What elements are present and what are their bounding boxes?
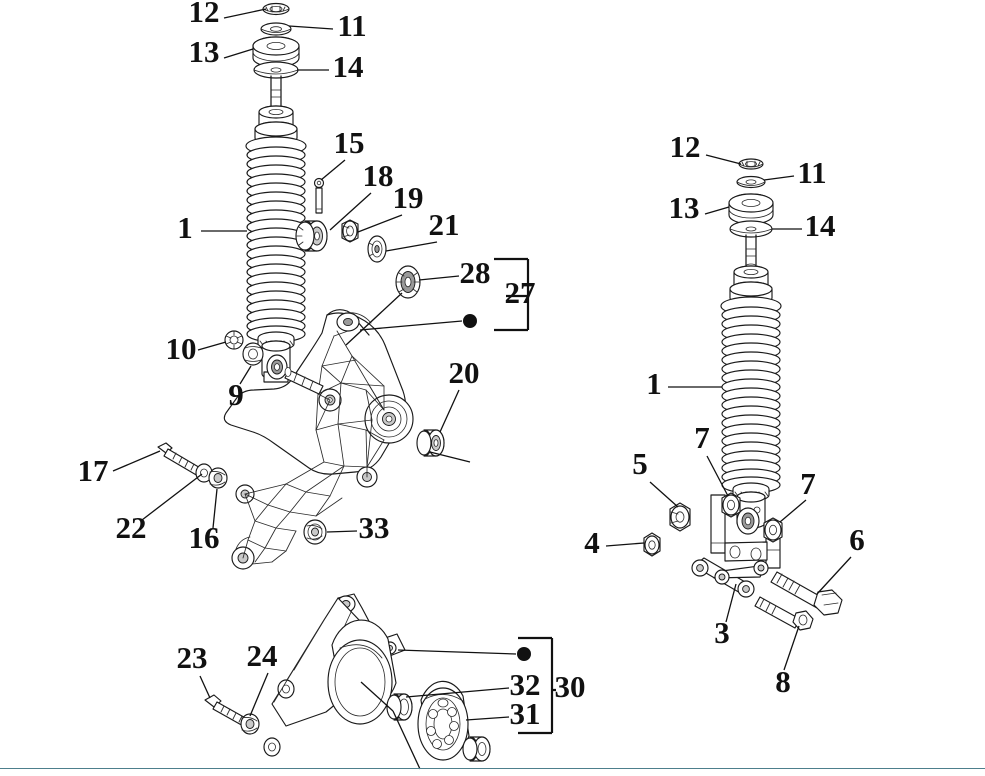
part-1-shock-absorber-left: [245, 105, 307, 383]
callout-12-right: 12: [670, 129, 701, 164]
part-24-washer: [240, 713, 260, 735]
group-bracket-27: [463, 257, 530, 332]
left-lower-pin: [284, 367, 324, 395]
callout-15: 15: [334, 125, 365, 160]
part-11-washer-right: [736, 175, 766, 189]
part-11-washer-left: [260, 22, 292, 36]
part-8-bolt: [754, 596, 814, 631]
part-13-bush-right: [728, 193, 774, 225]
callout-13-left: 13: [189, 34, 220, 69]
part-14-washer-left: [253, 61, 299, 79]
left-shock-rod: [270, 75, 282, 111]
callout-24: 24: [247, 638, 278, 673]
bottom-hub-carrier: [263, 593, 406, 757]
callout-1-right: 1: [646, 366, 662, 401]
callout-17: 17: [78, 453, 109, 488]
callout-31: 31: [510, 696, 541, 731]
callout-27: 27: [505, 275, 536, 310]
part-17-bolt: [157, 442, 203, 477]
callout-19: 19: [393, 180, 424, 215]
group-bracket-30: [517, 636, 556, 735]
callout-14-left: 14: [333, 49, 364, 84]
callout-13-right: 13: [669, 190, 700, 225]
callout-4: 4: [584, 525, 600, 560]
right-spring-coils: [721, 306, 781, 486]
part-10-nut-left: [224, 330, 244, 350]
group-dot-30: [517, 647, 531, 661]
part-5-nut: [669, 502, 691, 532]
callout-9: 9: [228, 377, 244, 412]
part-7-nut-right: [763, 517, 783, 543]
callout-6: 6: [849, 522, 865, 557]
callout-7-left: 7: [694, 420, 710, 455]
part-22-washer: [195, 463, 213, 483]
callout-22: 22: [116, 510, 147, 545]
left-hub-carrier-casting: [223, 309, 414, 570]
part-20-bush: [416, 429, 445, 457]
callout-20: 20: [449, 355, 480, 390]
group-dot-27: [463, 314, 477, 328]
footer-rule: [0, 768, 985, 769]
part-9-washer-left: [242, 342, 264, 366]
part-13-bush-left: [252, 36, 300, 68]
callout-23: 23: [177, 640, 208, 675]
part-1-shock-absorber-right: [720, 265, 782, 535]
part-23-bolt: [204, 694, 250, 728]
part-18-bearing: [295, 220, 328, 252]
callout-5: 5: [632, 446, 648, 481]
right-shock-top-hardware: [728, 158, 774, 269]
part-4-nut: [643, 532, 661, 557]
part-7-nut-left: [721, 492, 741, 518]
right-shock-rod: [745, 234, 757, 269]
callout-18: 18: [363, 158, 394, 193]
callout-10: 10: [166, 331, 197, 366]
callout-12-left: 12: [189, 0, 220, 29]
part-33-bush: [303, 519, 327, 545]
part-6-bolt: [770, 571, 843, 616]
callout-3: 3: [714, 615, 730, 650]
callout-16: 16: [189, 520, 220, 555]
callout-7-right: 7: [800, 466, 816, 501]
callout-numbers: 12 11 13 14 15 18 19 21 1 28 27 10 9 20 …: [78, 0, 865, 731]
part-31-bearing: [417, 680, 470, 761]
part-12-nut-left: [262, 2, 290, 16]
part-14-washer-right: [729, 220, 773, 238]
part-32-spacer: [386, 693, 413, 721]
part-28-bearing: [395, 265, 421, 299]
callout-21: 21: [429, 207, 460, 242]
callout-33: 33: [359, 510, 390, 545]
part-15-pin: [313, 177, 325, 214]
callout-11-right: 11: [797, 155, 826, 190]
callout-30: 30: [555, 669, 586, 704]
leader-lines: [112, 8, 852, 770]
part-19-nut: [341, 219, 359, 243]
callout-28: 28: [460, 255, 491, 290]
callout-14-right: 14: [805, 208, 836, 243]
callout-11-left: 11: [337, 8, 366, 43]
part-16-washer: [208, 467, 228, 489]
part-12-nut-right: [738, 158, 764, 170]
callout-32: 32: [510, 667, 541, 702]
callout-1-left: 1: [177, 210, 193, 245]
part-21-bearing: [367, 235, 387, 263]
bottom-outer-bush: [462, 736, 491, 762]
callout-8: 8: [775, 664, 791, 699]
left-shock-top-hardware: [252, 2, 300, 111]
